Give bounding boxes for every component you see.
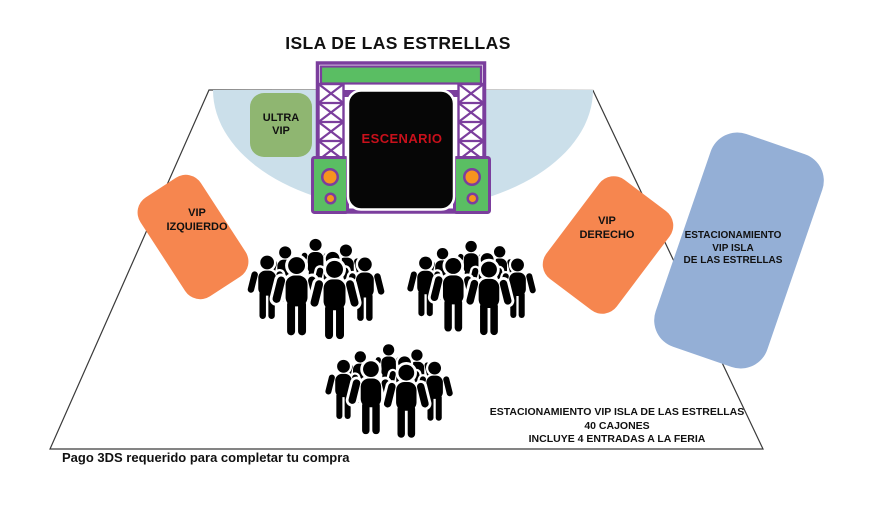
stage-screen	[346, 89, 456, 211]
speaker-icon	[453, 156, 491, 214]
speaker-icon	[311, 156, 349, 214]
payment-note: Pago 3DS requerido para completar tu com…	[62, 450, 350, 465]
stage-base-bar	[317, 208, 485, 214]
zone-vip-derecho-label: VIP DERECHO	[579, 215, 635, 241]
truss-tower-icon	[457, 82, 485, 162]
zone-vip-izquierdo-label: VIP IZQUIERDO	[166, 207, 228, 233]
zone-estacionamiento-vip-label: ESTACIONAMIENTO VIP ISLA DE LAS ESTRELLA…	[683, 230, 783, 266]
zone-ultra-vip[interactable]: ULTRA VIP	[250, 93, 312, 157]
truss-tower-icon	[317, 82, 345, 162]
venue-title: ISLA DE LAS ESTRELLAS	[285, 33, 511, 53]
zone-ultra-vip-label: ULTRA VIP	[262, 112, 300, 137]
stage-screen-label: ESCENARIO	[361, 131, 443, 146]
stage-header-bar	[319, 65, 483, 85]
parking-info-text: ESTACIONAMIENTO VIP ISLA DE LAS ESTRELLA…	[489, 406, 745, 445]
stage-structure	[311, 61, 491, 214]
